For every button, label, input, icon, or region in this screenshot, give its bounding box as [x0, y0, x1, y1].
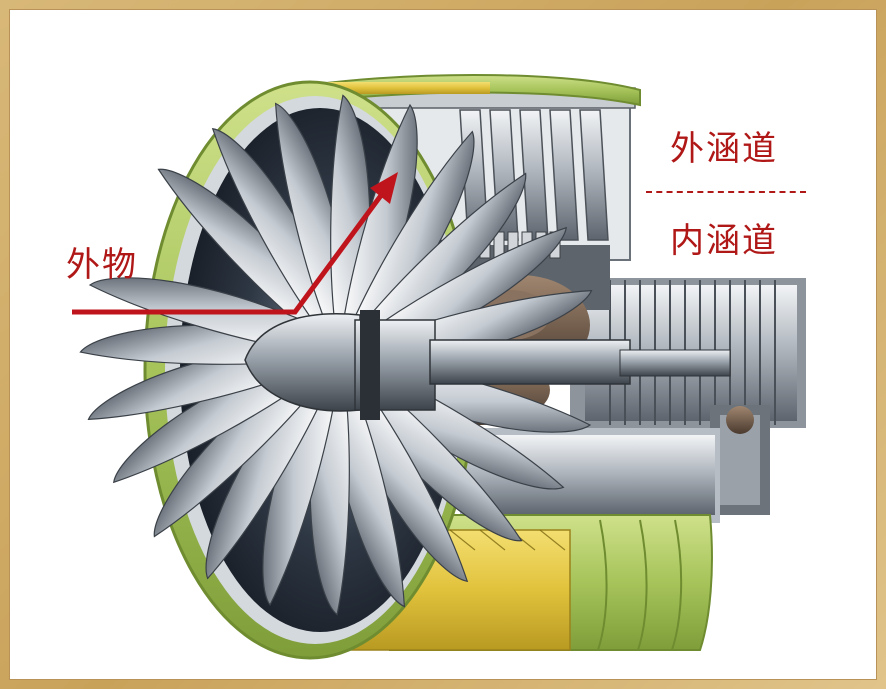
- outer-duct-label: 外涵道: [670, 129, 778, 169]
- spinner-and-shaft: [244, 310, 731, 420]
- inner-duct-label: 内涵道: [670, 221, 778, 261]
- diagram-canvas: 外物 外涵道 内涵道: [9, 9, 877, 680]
- turbofan-engine-cutaway: [72, 74, 806, 660]
- foreign-object-arrow: [72, 172, 398, 315]
- foreign-object-label: 外物: [66, 245, 138, 285]
- duct-divider-line: [646, 191, 806, 193]
